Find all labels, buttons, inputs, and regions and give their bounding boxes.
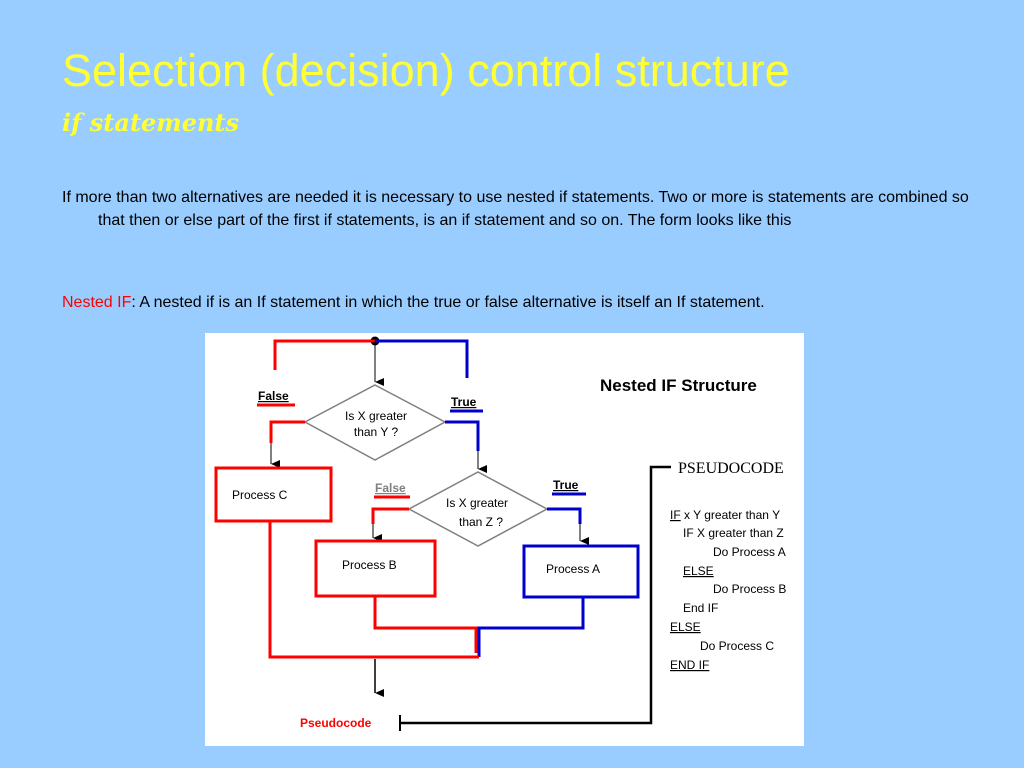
- merge-from-process-a: [477, 597, 585, 657]
- process-a-label: Process A: [546, 562, 600, 576]
- pseudocode-line-1: IF x Y greater than Y: [670, 508, 780, 522]
- pseudocode-line-4: ELSE: [683, 564, 714, 578]
- decision-2-line-2: than Z ?: [459, 515, 503, 529]
- nested-if-diagram: Nested IF Structure Is X greater than Y …: [205, 333, 804, 746]
- pseudocode-bracket: [400, 465, 671, 725]
- decision-1-diamond: [303, 384, 447, 461]
- process-c-box: [214, 466, 333, 523]
- pseudocode-line-7: ELSE: [670, 620, 701, 634]
- path-true-1: [445, 420, 480, 451]
- path-false-1: [269, 420, 305, 443]
- process-b-box: [314, 539, 437, 598]
- slide-title: Selection (decision) control structure: [62, 45, 790, 96]
- decision-1-line-2: than Y ?: [354, 425, 399, 439]
- nested-if-term: Nested IF: [62, 294, 132, 311]
- process-a-box: [522, 544, 640, 599]
- entry-line-true: [375, 339, 469, 378]
- pseudocode-line-2: IF X greater than Z: [683, 526, 784, 540]
- merge-from-process-c: [268, 521, 479, 659]
- path-true-2: [547, 507, 582, 524]
- process-c-label: Process C: [232, 488, 288, 502]
- pseudocode-line-1-text: x Y greater than Y: [681, 508, 780, 522]
- pseudocode-line-9: END IF: [670, 658, 709, 672]
- nested-if-text: : A nested if is an If statement in whic…: [131, 294, 765, 311]
- process-b-label: Process B: [342, 558, 397, 572]
- path-false-2: [371, 507, 409, 524]
- decision-1-line-1: Is X greater: [345, 409, 407, 423]
- false-label-2: False: [375, 481, 406, 495]
- diagram-heading: Nested IF Structure: [600, 376, 757, 395]
- flowchart-svg: Nested IF Structure Is X greater than Y …: [214, 336, 786, 731]
- false-label-1: False: [258, 389, 289, 403]
- pseudocode-line-1-keyword: IF: [670, 508, 681, 522]
- decision-2-line-1: Is X greater: [446, 496, 508, 510]
- slide-subtitle: if statements: [62, 108, 240, 137]
- entry-line-false: [273, 339, 375, 370]
- decision-2-diamond: [407, 471, 549, 547]
- pseudocode-title: PSEUDOCODE: [678, 460, 784, 477]
- pseudocode-line-3: Do Process A: [713, 545, 786, 559]
- pseudocode-line-8: Do Process C: [700, 639, 774, 653]
- merge-from-process-b: [373, 596, 478, 653]
- pseudocode-line-6: End IF: [683, 601, 718, 615]
- true-label-2: True: [553, 478, 579, 492]
- intro-paragraph: If more than two alternatives are needed…: [62, 189, 969, 229]
- pseudocode-listing: IF x Y greater than Y IF X greater than …: [670, 508, 786, 672]
- true-label-1: True: [451, 395, 477, 409]
- pseudocode-line-5: Do Process B: [713, 582, 786, 596]
- nested-if-definition: Nested IF: A nested if is an If statemen…: [62, 292, 982, 314]
- pseudocode-label: Pseudocode: [300, 716, 372, 730]
